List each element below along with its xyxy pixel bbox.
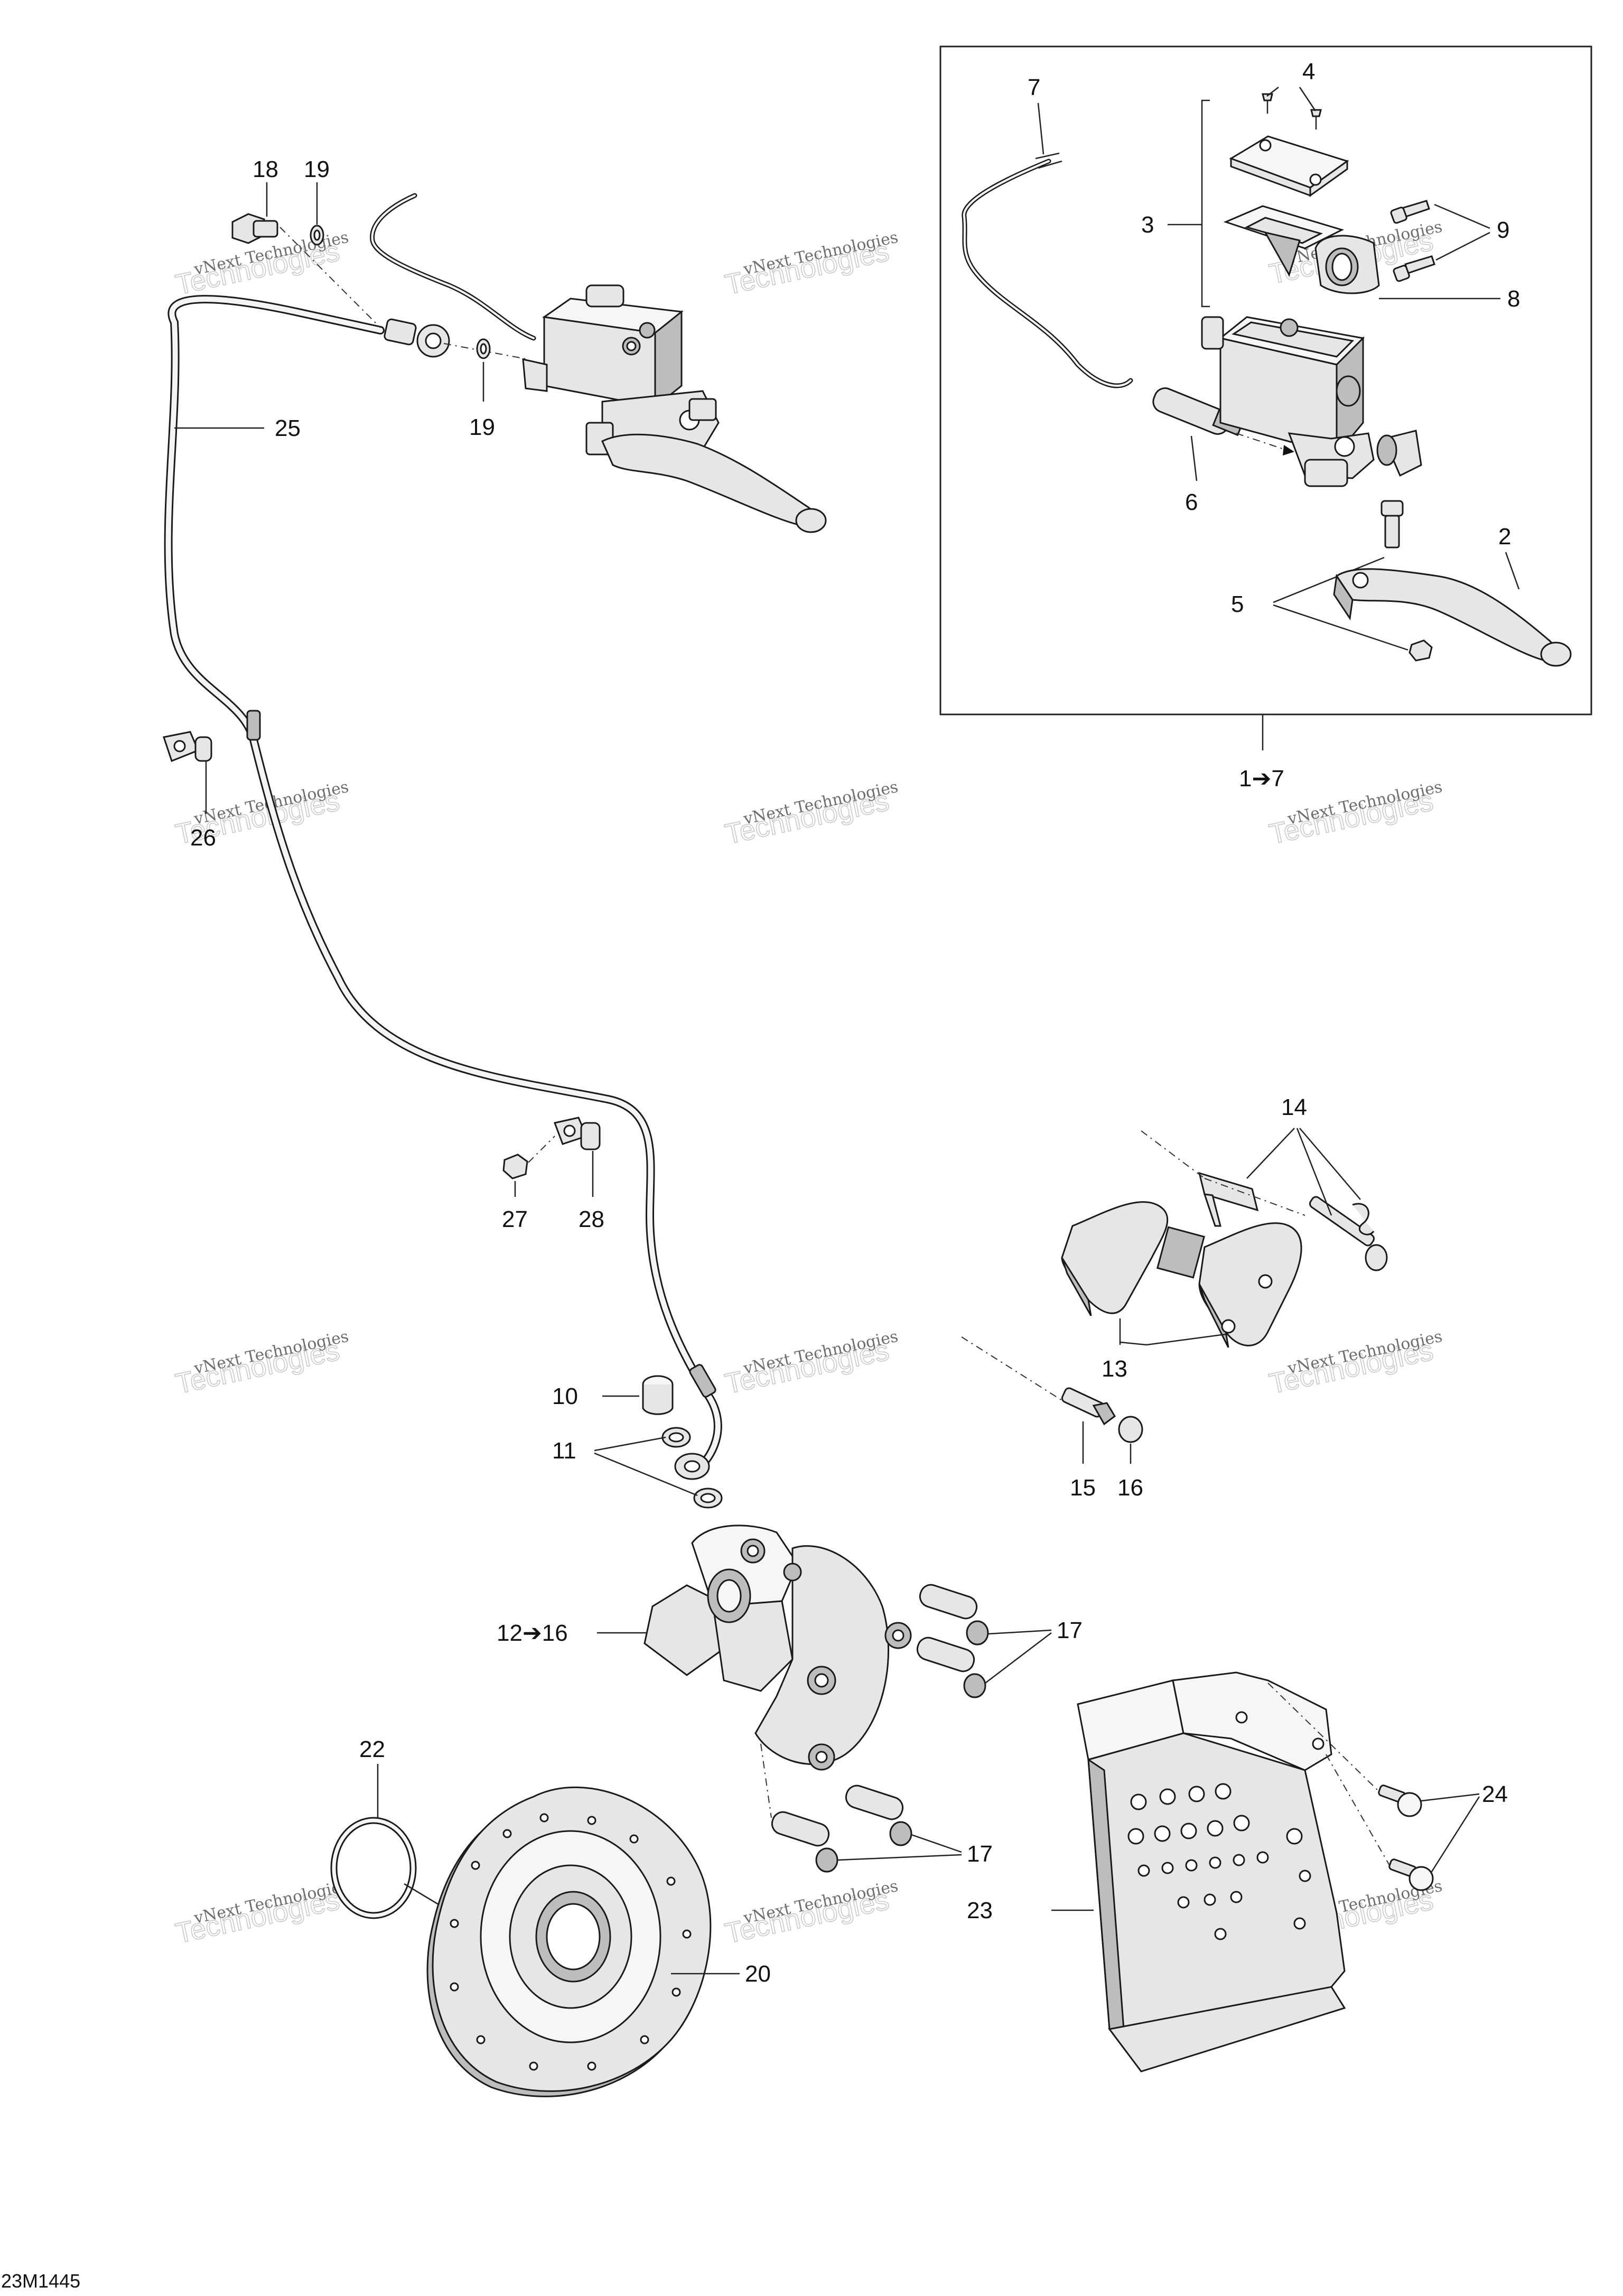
callout-5: 5 xyxy=(1231,591,1244,617)
watermark-5: Technologies vNext Technologies xyxy=(722,778,900,851)
clip-nut xyxy=(502,1154,528,1179)
pin-clip xyxy=(1352,1203,1375,1235)
caliper-bolts-upper xyxy=(916,1584,989,1698)
callout-20: 20 xyxy=(745,1961,771,1987)
callout-17-lower: 17 xyxy=(967,1841,993,1867)
master-cylinder-assembly xyxy=(370,193,827,533)
brake-caliper xyxy=(643,1525,912,1771)
watermark-11: Technologies vNext Technologies xyxy=(722,1877,900,1950)
callout-19-bottom: 19 xyxy=(469,414,495,440)
callout-17-upper: 17 xyxy=(1057,1618,1083,1643)
reservoir-cover xyxy=(1229,135,1349,197)
callout-6: 6 xyxy=(1185,489,1198,515)
callout-25: 25 xyxy=(275,415,301,441)
watermark-1: Technologies vNext Technologies xyxy=(172,228,350,302)
pivot-nut xyxy=(1409,639,1433,662)
callout-27: 27 xyxy=(502,1206,528,1232)
clamp-bolts xyxy=(1390,200,1435,282)
callout-15: 15 xyxy=(1070,1475,1096,1501)
callout-2: 2 xyxy=(1498,524,1511,550)
callout-1-7: 1➔7 xyxy=(1239,766,1284,792)
hose-clip-upper xyxy=(163,731,212,762)
callout-13: 13 xyxy=(1102,1356,1127,1382)
pad-pin xyxy=(1309,1196,1388,1271)
callout-10: 10 xyxy=(552,1383,578,1409)
cover-screws xyxy=(1262,93,1322,129)
inset-frame xyxy=(939,45,1592,715)
callout-11: 11 xyxy=(552,1438,576,1464)
callout-22: 22 xyxy=(359,1736,385,1762)
callout-9: 9 xyxy=(1497,217,1509,243)
callout-14: 14 xyxy=(1281,1094,1307,1120)
pad-spring xyxy=(1198,1172,1259,1227)
hose-clip-lower xyxy=(553,1117,601,1150)
callout-12-16: 12➔16 xyxy=(497,1620,568,1646)
bleeder-screw xyxy=(1061,1387,1116,1426)
watermark-6: Technologies vNext Technologies xyxy=(1266,778,1444,851)
caliper-bolts-lower xyxy=(771,1784,912,1873)
caliper-plug xyxy=(642,1375,674,1415)
brake-disc xyxy=(426,1786,712,2097)
master-cylinder-body xyxy=(1201,316,1375,487)
handlebar-clamp xyxy=(1314,235,1380,294)
brake-lever xyxy=(1333,568,1572,667)
pivot-bolt xyxy=(1381,500,1404,549)
callout-8: 8 xyxy=(1507,286,1520,312)
lever-boot xyxy=(1376,430,1422,477)
banjo-bolt xyxy=(231,213,278,244)
reservoir-diaphragm xyxy=(1223,205,1345,277)
callout-18: 18 xyxy=(253,156,278,182)
callout-19-top: 19 xyxy=(304,156,330,182)
watermark-8: Technologies vNext Technologies xyxy=(722,1327,900,1401)
callout-23: 23 xyxy=(967,1898,993,1923)
inset-master-cylinder-kit: 1➔7 7 6 3 4 xyxy=(939,45,1592,792)
callout-26: 26 xyxy=(190,825,216,851)
callout-24: 24 xyxy=(1482,1781,1508,1807)
callout-7: 7 xyxy=(1028,75,1040,100)
watermark-10: Technologies vNext Technologies xyxy=(172,1877,350,1950)
diagram-code: 23M1445 xyxy=(1,2270,81,2292)
shield-screws xyxy=(1378,1784,1434,1891)
callout-4: 4 xyxy=(1302,59,1315,85)
brake-pads xyxy=(1061,1201,1302,1348)
heat-shield xyxy=(1077,1671,1346,2072)
callout-16: 16 xyxy=(1117,1475,1143,1501)
watermark-2: Technologies vNext Technologies xyxy=(722,228,900,302)
brake-hose xyxy=(164,295,722,1479)
watermark-9: Technologies vNext Technologies xyxy=(1266,1327,1444,1401)
watermark-7: Technologies vNext Technologies xyxy=(172,1327,350,1401)
bleeder-cap xyxy=(1118,1416,1143,1443)
callout-3: 3 xyxy=(1141,212,1154,238)
callout-28: 28 xyxy=(579,1206,604,1232)
